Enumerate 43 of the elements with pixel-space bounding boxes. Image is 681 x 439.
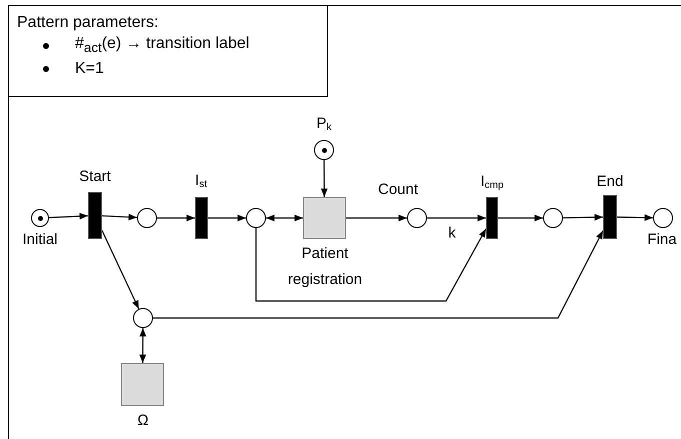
node-label: Fina xyxy=(647,230,677,250)
node-label: Initial xyxy=(22,230,58,250)
arrow xyxy=(208,214,246,222)
arrow xyxy=(153,230,604,319)
arrow xyxy=(255,228,487,302)
place-circle xyxy=(543,208,563,228)
arrow xyxy=(562,214,604,221)
arrow xyxy=(157,214,195,222)
node-label: Patient registration xyxy=(286,244,364,290)
arrow xyxy=(320,160,328,197)
arrow xyxy=(139,328,146,363)
marked-place-circle xyxy=(314,140,334,160)
arrow xyxy=(48,212,88,220)
marked-place-circle xyxy=(31,209,49,227)
node-label: Start xyxy=(79,167,111,187)
transition-bar xyxy=(486,197,498,239)
transition-bar xyxy=(88,192,102,239)
activity-box xyxy=(303,197,346,239)
place-circle xyxy=(137,208,157,228)
parameter-heading: Pattern parameters: xyxy=(17,13,160,33)
place-circle xyxy=(653,208,673,228)
arrow xyxy=(266,214,303,222)
activity-box xyxy=(121,363,164,406)
arrow xyxy=(102,214,138,220)
node-label: End xyxy=(596,172,624,192)
place-circle xyxy=(407,208,427,228)
parameter-item: #$_{act}$(e) → transition label xyxy=(75,34,250,58)
node-label: Count xyxy=(378,180,418,200)
parameter-item: K=1 xyxy=(75,59,104,79)
node-label: P$_{k}$ xyxy=(316,114,332,135)
node-label: I$_{st}$ xyxy=(195,171,207,192)
parameter-box xyxy=(8,5,328,97)
transition-bar xyxy=(603,195,617,239)
node-label: Ω xyxy=(137,411,149,431)
place-circle xyxy=(133,308,153,328)
transition-bar xyxy=(195,197,208,239)
place-circle xyxy=(246,208,266,228)
arrow xyxy=(101,230,140,310)
arrow xyxy=(498,214,543,222)
arrow xyxy=(427,214,486,222)
node-label: I$_{cmp}$ xyxy=(480,172,504,193)
arrow xyxy=(616,214,654,221)
arrow xyxy=(346,214,407,222)
